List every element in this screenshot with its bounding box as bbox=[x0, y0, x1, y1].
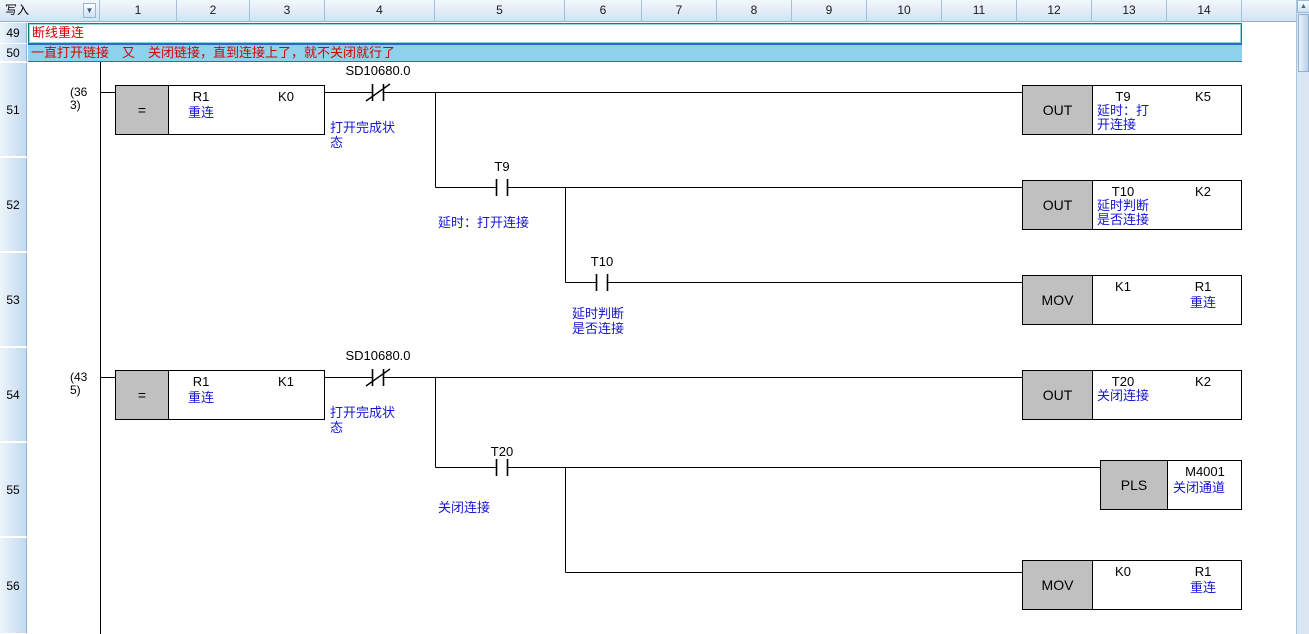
pls-device-r55: M4001 bbox=[1185, 464, 1225, 479]
mov-mnemonic-r56: MOV bbox=[1023, 561, 1093, 609]
column-header-14: 14 bbox=[1167, 0, 1242, 22]
column-header-6: 6 bbox=[565, 0, 642, 22]
out-constant-r51: K5 bbox=[1195, 89, 1211, 104]
chevron-down-icon[interactable]: ▼ bbox=[83, 3, 96, 18]
write-mode-select[interactable]: 写入 ▼ bbox=[0, 0, 100, 22]
no-contact-t20-rung55[interactable] bbox=[495, 459, 509, 476]
column-header-13: 13 bbox=[1092, 0, 1167, 22]
write-mode-label: 写入 bbox=[5, 3, 30, 17]
row-number-55[interactable]: 55 bbox=[0, 443, 27, 537]
out-device-r54: T20 bbox=[1111, 374, 1135, 389]
mov-source-r56: K0 bbox=[1115, 564, 1131, 579]
compare-block-r54[interactable]: = R1 重连 K1 bbox=[115, 370, 325, 420]
out-comment-r52: 延时判断是否连接 bbox=[1097, 198, 1150, 227]
row-number-51[interactable]: 51 bbox=[0, 63, 27, 157]
column-header-7: 7 bbox=[642, 0, 717, 22]
column-header-11: 11 bbox=[942, 0, 1017, 22]
contact-device-label-r53: T10 bbox=[590, 254, 614, 269]
row-number-50[interactable]: 50 bbox=[0, 44, 27, 62]
column-header-1: 1 bbox=[100, 0, 177, 22]
mov-dest-comment-r53: 重连 bbox=[1189, 295, 1216, 310]
out-mnemonic-r52: OUT bbox=[1023, 181, 1093, 229]
contact-device-label-r52: T9 bbox=[494, 159, 510, 174]
out-coil-r52[interactable]: OUT T10 K2 延时判断是否连接 bbox=[1022, 180, 1242, 230]
compare-block-r51[interactable]: = R1 重连 K0 bbox=[115, 85, 325, 135]
step-number-r51: (363) bbox=[70, 85, 88, 112]
mov-dest-r56: R1 bbox=[1194, 564, 1212, 579]
column-header-9: 9 bbox=[792, 0, 867, 22]
compare-operand-r51: R1 bbox=[192, 89, 210, 104]
row-number-56[interactable]: 56 bbox=[0, 538, 27, 634]
compare-op-r51: = bbox=[116, 86, 169, 134]
column-header-row: 写入 ▼ 1 2 3 4 5 6 7 8 9 10 11 12 13 14 bbox=[0, 0, 1309, 22]
contact-comment-r52: 延时：打开连接 bbox=[438, 215, 530, 230]
out-comment-r54: 关闭连接 bbox=[1097, 388, 1150, 403]
nc-contact-sd10680-rung51[interactable] bbox=[365, 83, 391, 102]
row-number-54[interactable]: 54 bbox=[0, 348, 27, 442]
column-header-8: 8 bbox=[717, 0, 792, 22]
column-header-5: 5 bbox=[435, 0, 565, 22]
out-constant-r52: K2 bbox=[1195, 184, 1211, 199]
contact-device-label-r51: SD10680.0 bbox=[345, 63, 411, 78]
compare-constant-r54: K1 bbox=[278, 374, 294, 389]
compare-operand-comment-r54: 重连 bbox=[187, 390, 214, 405]
step-number-r54: (435) bbox=[70, 370, 88, 397]
pls-comment-r55: 关闭通道 bbox=[1173, 480, 1226, 495]
out-coil-r54[interactable]: OUT T20 K2 关闭连接 bbox=[1022, 370, 1242, 420]
contact-comment-r54: 打开完成状态 bbox=[330, 405, 396, 435]
out-mnemonic-r51: OUT bbox=[1023, 86, 1093, 134]
scroll-up-icon: ▲ bbox=[1300, 3, 1307, 10]
mov-mnemonic-r53: MOV bbox=[1023, 276, 1093, 324]
compare-op-r54: = bbox=[116, 371, 169, 419]
vertical-scrollbar[interactable]: ▲ bbox=[1296, 0, 1309, 634]
nc-contact-sd10680-rung54[interactable] bbox=[365, 368, 391, 387]
no-contact-t9-rung52[interactable] bbox=[495, 179, 509, 196]
compare-constant-r51: K0 bbox=[278, 89, 294, 104]
mov-dest-comment-r56: 重连 bbox=[1189, 580, 1216, 595]
row-number-49[interactable]: 49 bbox=[0, 23, 27, 44]
statement-line-2[interactable]: 一直打开链接 又 关闭链接，直到连接上了，就不关闭就行了 bbox=[28, 44, 1242, 62]
column-header-3: 3 bbox=[250, 0, 325, 22]
pls-block-r55[interactable]: PLS M4001 关闭通道 bbox=[1100, 460, 1242, 510]
mov-source-r53: K1 bbox=[1115, 279, 1131, 294]
mov-dest-r53: R1 bbox=[1194, 279, 1212, 294]
compare-operand-r54: R1 bbox=[192, 374, 210, 389]
mov-block-r56[interactable]: MOV K0 R1 重连 bbox=[1022, 560, 1242, 610]
contact-comment-r53: 延时判断是否连接 bbox=[572, 306, 625, 336]
contact-device-label-r55: T20 bbox=[490, 444, 514, 459]
column-header-4: 4 bbox=[325, 0, 435, 22]
row-number-52[interactable]: 52 bbox=[0, 158, 27, 252]
statement-line-1[interactable]: 断线重连 bbox=[28, 23, 1242, 44]
out-comment-r51: 延时：打开连接 bbox=[1097, 103, 1150, 132]
out-constant-r54: K2 bbox=[1195, 374, 1211, 389]
column-header-10: 10 bbox=[867, 0, 942, 22]
scrollbar-thumb[interactable] bbox=[1298, 14, 1309, 72]
contact-comment-r55: 关闭连接 bbox=[438, 500, 491, 515]
pls-mnemonic-r55: PLS bbox=[1101, 461, 1168, 509]
no-contact-t10-rung53[interactable] bbox=[595, 274, 609, 291]
out-device-r52: T10 bbox=[1111, 184, 1135, 199]
out-coil-r51[interactable]: OUT T9 K5 延时：打开连接 bbox=[1022, 85, 1242, 135]
compare-operand-comment-r51: 重连 bbox=[187, 105, 214, 120]
contact-comment-r51: 打开完成状态 bbox=[330, 120, 396, 150]
mov-block-r53[interactable]: MOV K1 R1 重连 bbox=[1022, 275, 1242, 325]
column-header-2: 2 bbox=[177, 0, 250, 22]
out-device-r51: T9 bbox=[1115, 89, 1131, 104]
scroll-up-button[interactable]: ▲ bbox=[1297, 0, 1309, 13]
out-mnemonic-r54: OUT bbox=[1023, 371, 1093, 419]
row-number-53[interactable]: 53 bbox=[0, 253, 27, 347]
column-header-12: 12 bbox=[1017, 0, 1092, 22]
contact-device-label-r54: SD10680.0 bbox=[345, 348, 411, 363]
